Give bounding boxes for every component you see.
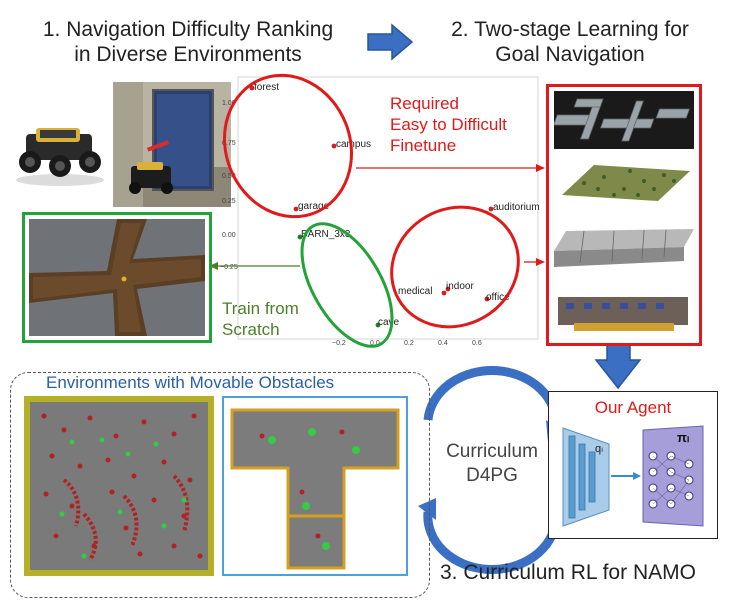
scatter-point-barn [297,234,303,240]
step2-heading: 2. Two-stage Learning for Goal Navigatio… [420,17,720,67]
arrow-head-icon [633,472,641,480]
hard-cluster-ellipse [390,205,520,329]
movable-obstacles-title: Environments with Movable Obstacles [46,373,335,392]
scatter-point-cave [375,322,381,328]
environment-thumbnails [554,91,694,339]
y-tick-label: 0.25 [222,198,236,205]
agent-networks: qₗ πₗ [562,425,704,527]
step2-heading-line1: 2. Two-stage Learning for [451,18,689,41]
step3-heading: 3. Curriculum RL for NAMO [440,561,696,584]
scatter-label-barn: BARN_3x3 [301,229,351,240]
scatter-point-auditorium [488,206,494,212]
step1-heading-line2: in Diverse Environments [74,43,302,66]
arrow-head-icon [536,164,545,172]
y-tick-label: 0.00 [222,232,236,239]
easy-cluster-ellipse [223,73,353,219]
robot-image [16,128,104,186]
curriculum-arrow-top [423,366,561,429]
barn-map-image [29,219,205,336]
x-tick-label: 0.0 [370,340,380,347]
curriculum-line2: D4PG [466,465,518,486]
scratch-cluster-ellipse [300,222,394,348]
curriculum-arrow-bottom [423,511,561,574]
random-obstacles-map [24,396,214,576]
y-tick-label: −0.25 [220,264,238,271]
door-environment-image [113,82,231,207]
t-maze-obstacles-map [222,396,408,576]
scatter-label-forest: forest [254,82,279,93]
agent-panel: Our Agent qₗ πₗ [548,391,718,539]
y-tick-label: 0.50 [222,173,236,180]
finetune-annotation: Required Easy to Difficult Finetune [390,93,507,156]
q-label: qₗ [595,443,603,455]
x-tick-label: −0.2 [332,340,346,347]
scatter-point-forest [249,85,255,91]
y-tick-label: 0.75 [222,140,236,147]
scatter-label-medical: medical [398,286,432,297]
agent-title: Our Agent [594,398,672,417]
curriculum-label: Curriculum D4PG [432,440,552,488]
scatter-label-cave: cave [378,317,400,328]
arrow-head-icon [536,258,545,266]
finetune-line2: Easy to Difficult [390,115,507,134]
step1-heading: 1. Navigation Difficulty Ranking in Dive… [18,17,358,67]
down-arrow-icon [594,341,642,390]
movable-obstacles-box [10,372,430,598]
scatter-point-campus [331,143,337,149]
x-tick-label: 0.4 [438,340,448,347]
scratch-line1: Train from [222,299,299,318]
finetune-line3: Finetune [390,136,457,155]
scatter-label-auditorium: auditorium [493,202,540,213]
scatter-label-office: office [486,292,510,303]
arrow-head-icon [209,262,218,270]
right-arrow-icon [367,23,414,61]
x-tick-label: 0.6 [472,340,482,347]
y-tick-label: 1.00 [222,100,236,107]
scatter-point-medical [441,290,447,296]
scatter-label-garage: garage [298,201,330,212]
barn-environment-panel [22,212,212,343]
scatter-point-office [484,296,490,302]
x-tick-label: 0.2 [404,340,414,347]
goal-navigation-panel [546,84,702,346]
step1-heading-line1: 1. Navigation Difficulty Ranking [42,18,334,41]
scatter-label-indoor: indoor [446,281,474,292]
scratch-line2: Scratch [222,320,280,339]
scatter-point-garage [293,206,299,212]
step2-heading-line2: Goal Navigation [495,43,645,66]
arrow-head-icon [418,498,436,520]
finetune-line1: Required [390,94,459,113]
scatter-label-campus: campus [336,139,371,150]
scratch-annotation: Train from Scratch [222,298,299,340]
curriculum-line1: Curriculum [446,441,538,462]
scatter-point-indoor [445,286,451,292]
pi-label: πₗ [677,430,689,445]
